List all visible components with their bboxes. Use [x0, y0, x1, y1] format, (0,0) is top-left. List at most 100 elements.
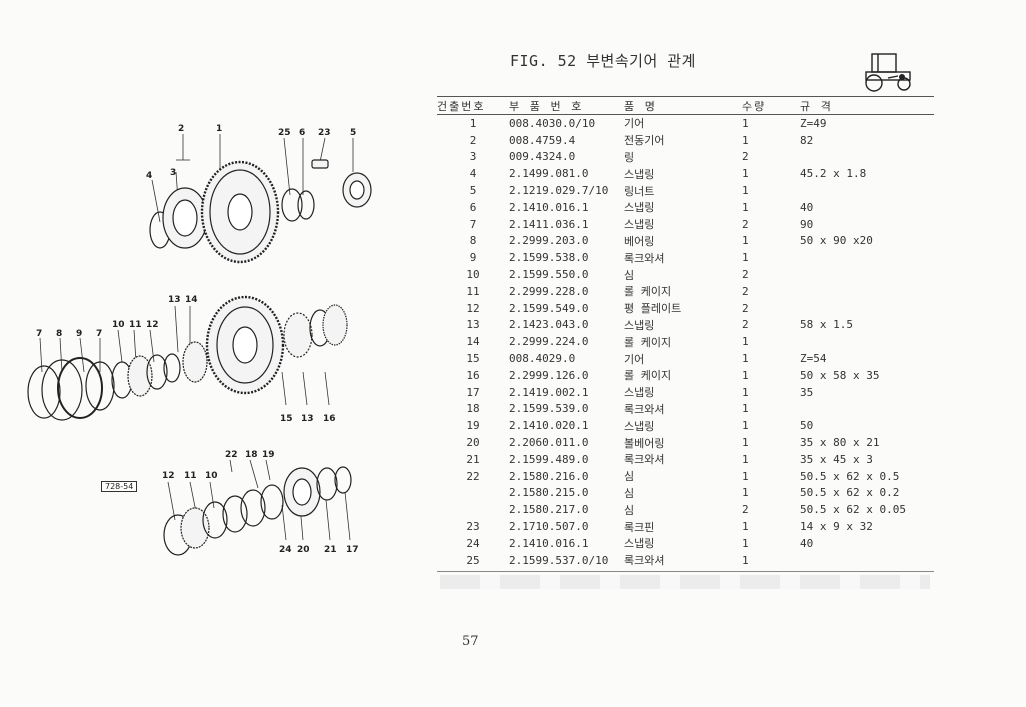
part-number-cell: 2.2999.203.0 [509, 234, 589, 248]
quantity-cell: 2 [742, 503, 749, 517]
quantity-cell: 1 [742, 200, 749, 214]
callout-number: 13 [301, 414, 314, 424]
callout-number: 6 [299, 128, 305, 138]
ref-number-cell [437, 501, 509, 518]
part-number-cell: 2.1219.029.7/10 [509, 184, 609, 198]
part-number-cell: 2.1599.549.0 [509, 301, 589, 315]
part-number-cell: 009.4324.0 [509, 150, 576, 164]
part-number-cell: 2.1580.217.0 [509, 503, 589, 517]
table-row: 2.1580.217.0 심 2 50.5 x 62 x 0.05 [437, 501, 934, 518]
exploded-gear-diagram: 2 1 25 6 23 5 4 3 13 14 7 8 9 7 10 11 12… [27, 124, 372, 556]
ref-number-cell: 16 [466, 368, 480, 382]
callout-number: 1 [216, 124, 222, 134]
ref-number-cell: 17 [466, 385, 480, 399]
part-name-cell: 스냅링 [624, 318, 655, 332]
ref-number-cell: 7 [469, 217, 477, 231]
part-number-cell: 2.1599.537.0/10 [509, 553, 609, 567]
quantity-cell: 1 [742, 520, 749, 534]
specification-cell [800, 249, 934, 266]
quantity-cell: 1 [742, 167, 749, 181]
part-number-cell: 2.1410.016.1 [509, 536, 589, 550]
quantity-cell: 1 [742, 116, 749, 130]
specification-cell: 50 x 90 x20 [800, 234, 873, 248]
specification-cell [800, 333, 934, 350]
specification-cell: 35 x 45 x 3 [800, 452, 873, 466]
quantity-cell: 1 [742, 469, 749, 483]
specification-cell: 50 [800, 419, 814, 433]
quantity-cell: 1 [742, 536, 749, 550]
part-name-cell: 베어링 [624, 234, 655, 248]
part-number-cell: 2.2999.126.0 [509, 368, 589, 382]
part-number-cell: 2.1599.550.0 [509, 268, 589, 282]
specification-cell: 50.5 x 62 x 0.05 [800, 503, 906, 517]
part-name-cell: 스냅링 [624, 386, 655, 400]
callout-number: 23 [318, 128, 331, 138]
part-name-cell: 스냅링 [624, 537, 655, 551]
callout-number: 12 [146, 320, 159, 330]
callout-number: 19 [262, 450, 275, 460]
callout-number: 21 [324, 545, 337, 555]
part-number-cell: 2.1410.020.1 [509, 419, 589, 433]
ref-number-cell: 13 [466, 318, 480, 332]
callout-number: 13 [168, 295, 181, 305]
table-header-row: 건출번호 부 품 번 호 품 명 수량 규 격 [437, 96, 934, 115]
part-name-cell: 롤 케이지 [624, 335, 672, 349]
quantity-cell: 2 [742, 284, 749, 298]
part-number-cell: 2.1423.043.0 [509, 318, 589, 332]
specification-cell [800, 266, 934, 283]
ref-number-cell: 14 [466, 335, 480, 349]
quantity-cell: 1 [742, 251, 749, 265]
part-number-cell: 2.2060.011.0 [509, 436, 589, 450]
part-name-cell: 심 [624, 268, 635, 282]
part-name-cell: 평 플레이트 [624, 302, 682, 316]
specification-cell: 40 [800, 200, 814, 214]
callout-number: 14 [185, 295, 198, 305]
quantity-cell: 1 [742, 436, 749, 450]
specification-cell [800, 300, 934, 317]
quantity-cell: 2 [742, 217, 749, 231]
quantity-cell: 1 [742, 335, 749, 349]
part-number-cell: 2.2999.224.0 [509, 335, 589, 349]
page-title: FIG. 52 부변속기어 관계 [510, 52, 696, 70]
callout-number: 24 [279, 545, 292, 555]
page-number: 57 [462, 634, 479, 649]
part-number-cell: 2.1599.538.0 [509, 251, 589, 265]
ref-number-cell: 3 [469, 150, 477, 164]
part-name-cell: 심 [624, 486, 635, 500]
specification-cell [800, 283, 934, 300]
ref-number-cell: 11 [466, 284, 480, 298]
ref-number-cell: 5 [469, 184, 477, 198]
ref-number-cell: 8 [469, 234, 477, 248]
part-name-cell: 스냅링 [624, 201, 655, 215]
specification-cell [800, 552, 934, 569]
part-name-cell: 심 [624, 503, 635, 517]
col-part-name: 품 명 [624, 96, 742, 115]
quantity-cell: 1 [742, 133, 749, 147]
ref-number-cell: 19 [466, 419, 480, 433]
ref-number-cell: 24 [466, 536, 480, 550]
part-number-cell: 2.2999.228.0 [509, 284, 589, 298]
callout-number: 4 [146, 171, 152, 181]
ref-number-cell: 15 [466, 352, 480, 366]
quantity-cell: 1 [742, 352, 749, 366]
callout-number: 15 [280, 414, 293, 424]
ref-number-cell: 9 [469, 251, 477, 265]
callout-number: 8 [56, 329, 62, 339]
specification-cell [800, 182, 934, 199]
quantity-cell: 1 [742, 368, 749, 382]
part-name-cell: 기어 [624, 117, 645, 131]
part-name-cell: 링너트 [624, 184, 655, 198]
ref-number-cell [437, 485, 509, 502]
